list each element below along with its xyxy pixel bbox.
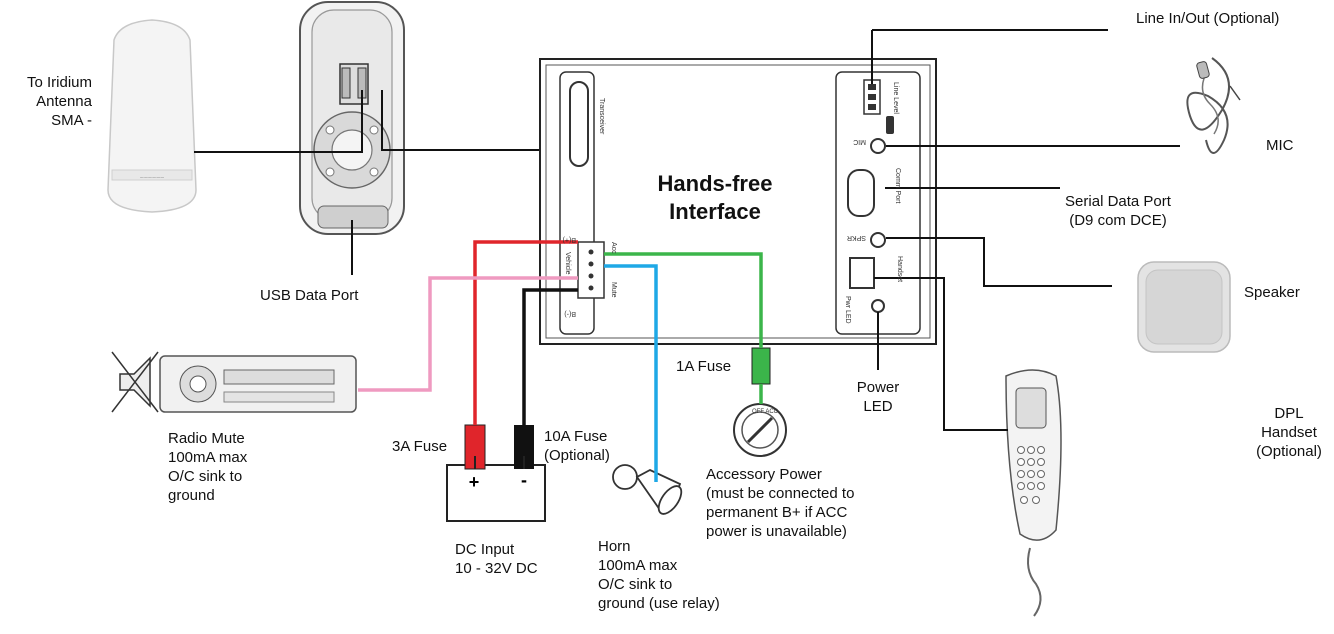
transceiver-device — [299, 1, 405, 235]
comm-port-mark: Comm Port — [894, 168, 901, 203]
mic-device — [1186, 57, 1241, 154]
mic-label: MIC — [1266, 137, 1294, 154]
handset-mark: Handset — [896, 256, 903, 282]
antenna-label: To Iridium Antenna SMA - — [26, 74, 92, 129]
fuse-3a-label: 3A Fuse — [392, 438, 448, 455]
acc-mark: Acc — [610, 242, 617, 254]
pwr-led-mark: Pwr LED — [844, 296, 851, 324]
fuse-10a — [514, 425, 534, 469]
black-signal-wires — [194, 29, 1180, 431]
radio-mute-unit — [111, 351, 357, 413]
fuse-10a-label: 10A Fuse (Optional) — [544, 428, 610, 464]
mic-jack-mark: MIC — [853, 138, 866, 145]
accessory-key-switch: OFF ACC — [733, 403, 787, 457]
serial-port-label: Serial Data Port (D9 com DCE) — [1065, 193, 1171, 229]
panel-markings: Transceiver B(+) B(-) Acc Mute Vehicle L… — [563, 82, 903, 324]
accessory-power-label: Accessory Power (must be connected to pe… — [706, 466, 855, 540]
mute-mark: Mute — [610, 282, 617, 298]
dc-input-label: DC Input 10 - 32V DC — [455, 541, 538, 577]
b-plus-mark: B(+) — [563, 236, 576, 243]
interface-title: Hands-free Interface — [657, 171, 773, 224]
transceiver-mark: Transceiver — [598, 98, 605, 135]
speaker-label: Speaker — [1244, 284, 1300, 301]
horn — [612, 464, 683, 515]
svg-text:~~~~~~: ~~~~~~ — [140, 175, 165, 182]
horn-label: Horn 100mA max O/C sink to ground (use r… — [598, 538, 720, 612]
iridium-antenna: ~~~~~~ — [107, 19, 197, 213]
spkr-mark: SPKR — [847, 234, 866, 241]
fuse-1a — [751, 347, 771, 385]
fuse-1a-label: 1A Fuse — [676, 358, 732, 375]
power-led-label: Power LED — [856, 379, 900, 415]
power-wires — [358, 240, 763, 482]
line-in-out-label: Line In/Out (Optional) — [1136, 10, 1280, 27]
line-level-mark: Line Level — [892, 82, 899, 114]
b-minus-mark: B(-) — [564, 310, 576, 317]
dpl-handset — [1005, 369, 1062, 617]
svg-text:OFF ACC: OFF ACC — [752, 409, 779, 415]
usb-label: USB Data Port — [260, 287, 359, 304]
vehicle-mark: Vehicle — [564, 252, 571, 275]
radio-mute-label: Radio Mute 100mA max O/C sink to ground — [168, 430, 248, 504]
interface-box — [539, 58, 937, 345]
battery-positive: + — [469, 472, 480, 492]
speaker-device — [1137, 261, 1231, 353]
dpl-handset-label: DPL Handset (Optional) — [1256, 405, 1322, 460]
battery-negative: - — [521, 470, 527, 490]
